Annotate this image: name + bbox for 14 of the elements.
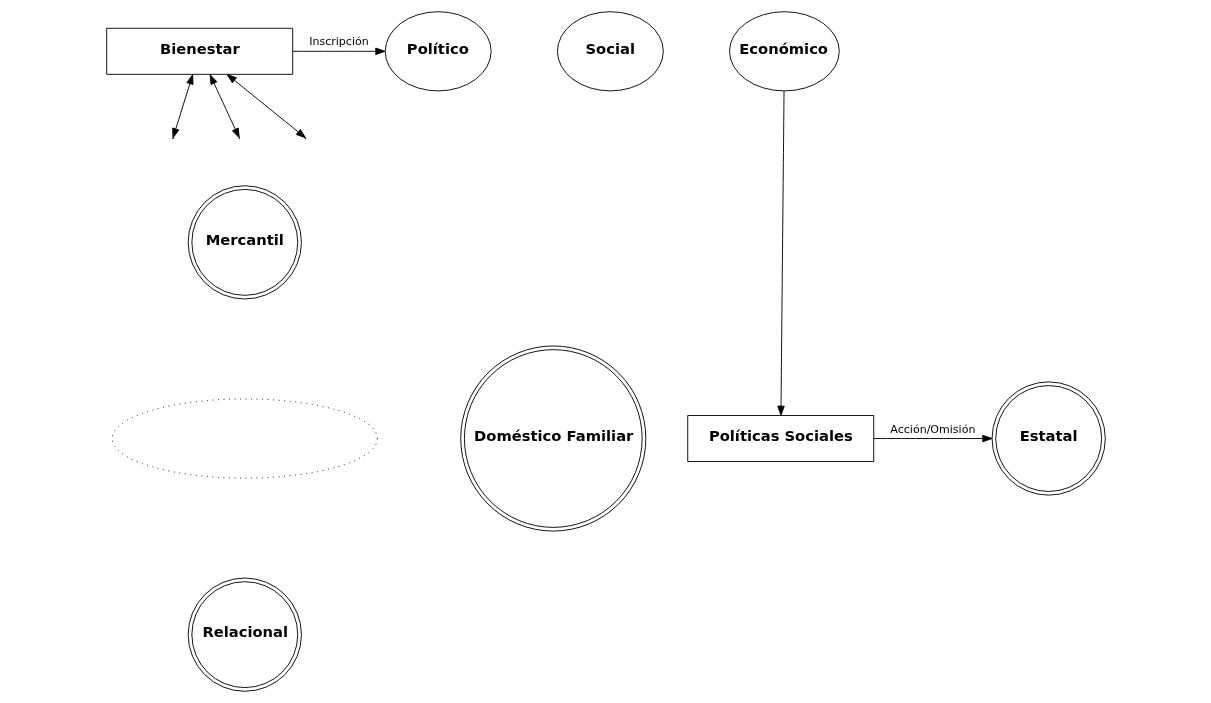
edge-label: Inscripción	[308, 35, 369, 49]
node-ellipse	[111, 398, 378, 479]
arrow	[171, 74, 193, 139]
node-ellipse: Político	[384, 11, 492, 92]
arrow	[291, 47, 385, 55]
arrow	[209, 74, 240, 139]
node-ellipse: Económico	[728, 11, 840, 92]
node-box: Políticas Sociales	[686, 415, 874, 462]
edge-label: Acción/Omisión	[889, 422, 975, 436]
arrow	[873, 434, 992, 443]
arrow	[226, 74, 306, 139]
arrow	[776, 90, 785, 416]
node-box: Bienestar	[105, 27, 293, 75]
node-ellipse: Social	[556, 11, 664, 92]
